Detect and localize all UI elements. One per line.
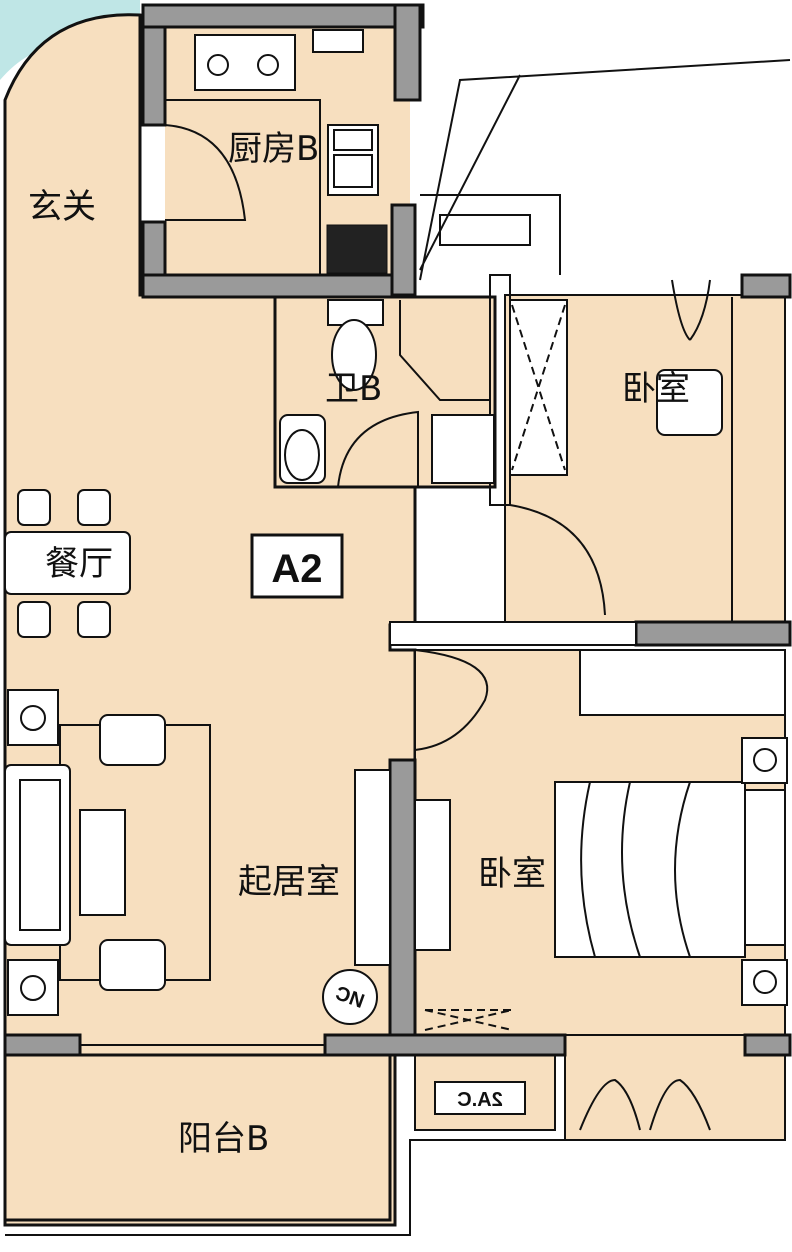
tv-cabinet (354, 769, 391, 966)
room-label-living: 起居室 (238, 862, 340, 902)
room-label-entry: 玄关 (28, 187, 96, 227)
shower-enclosure (399, 300, 490, 401)
room-label-kitchen: 厨房B (228, 129, 319, 169)
stove (194, 34, 296, 91)
armchair-bottom (99, 939, 166, 991)
kitchen-door-swing (165, 99, 321, 275)
coffee-table (79, 809, 126, 916)
wardrobe-cross (511, 304, 566, 471)
ac-unit-label: 2A.C (457, 1089, 503, 1111)
kitchen-door-swing (164, 124, 247, 221)
living-door-swing (414, 649, 489, 751)
kitchen-sink (327, 124, 379, 196)
fridge (326, 224, 388, 274)
unit-code-box: A2 (250, 533, 344, 599)
toilet (327, 299, 384, 391)
bathroom-door-swing (337, 410, 419, 488)
room-label-balcony: 阳台B (178, 1119, 269, 1159)
wardrobe (509, 299, 568, 476)
room-label-bathroom: 卫B (325, 369, 382, 409)
bed (554, 737, 788, 1006)
lamp-table (7, 689, 59, 1016)
balcony-rail (5, 1139, 785, 1236)
washing-machine (431, 414, 495, 484)
armchair-top (99, 714, 166, 766)
wash-basin (279, 414, 326, 484)
dining-table (4, 489, 131, 638)
closet (579, 649, 786, 716)
range-hood (312, 29, 364, 53)
tv-cabinet-bedroom (414, 799, 451, 951)
walls (3, 3, 792, 1057)
water-heater: NC (322, 969, 378, 1025)
unit-code: A2 (271, 547, 322, 591)
exterior-lines (419, 59, 791, 281)
room-label-bedroom-small: 卧室 (622, 369, 690, 409)
sofa (4, 764, 71, 946)
ac-unit: 2A.C (434, 1081, 526, 1115)
armchair (656, 369, 723, 436)
room-label-bedroom-main: 卧室 (478, 854, 546, 894)
room-label-dining: 餐厅 (45, 544, 113, 584)
balcony (3, 1053, 392, 1222)
balcony-doors (579, 1078, 711, 1131)
window-door-swing (671, 279, 711, 341)
radiator (424, 1009, 513, 1031)
bedroom-small-door-swing (509, 504, 606, 616)
